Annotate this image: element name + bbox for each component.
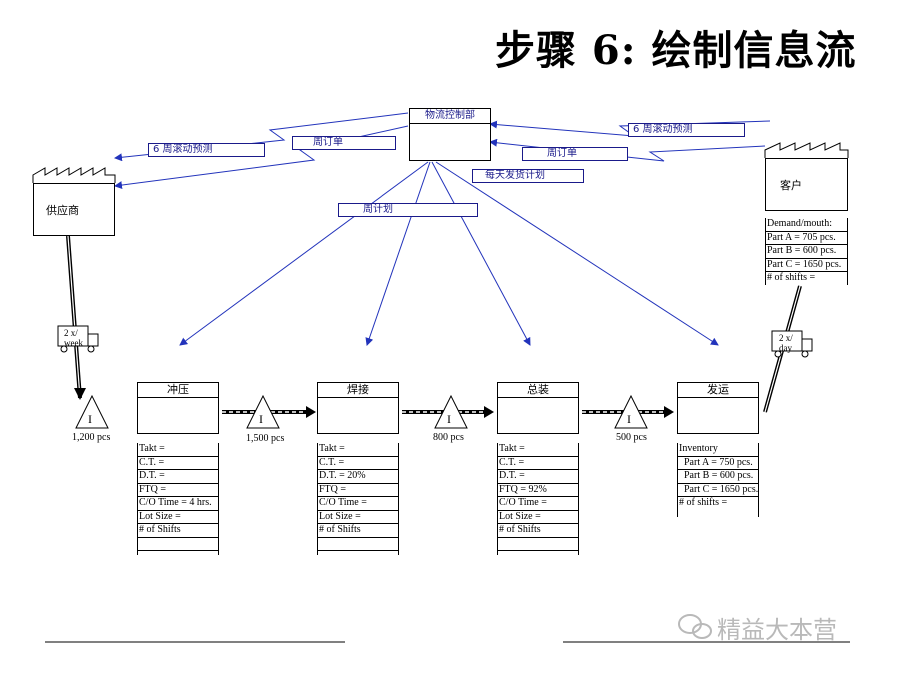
- process-data-row: # of Shifts: [138, 524, 218, 538]
- schedule-arrow-shipping: [435, 161, 719, 346]
- process-data-box-stamping: Takt = C.T. = D.T. = FTQ = C/O Time = 4 …: [137, 443, 219, 555]
- process-box-stamping: 冲压: [137, 382, 219, 434]
- inventory-quantity: 1,200 pcs: [72, 432, 111, 443]
- process-data-box-assembly: Takt = C.T. = D.T. = FTQ = 92% C/O Time …: [497, 443, 579, 555]
- inventory-symbol: I: [447, 412, 451, 426]
- inbound-truck-frequency: 2 x/ week: [64, 328, 83, 348]
- process-box-welding: 焊接: [317, 382, 399, 434]
- process-name: 焊接: [318, 383, 398, 398]
- customer-label: 客户: [780, 179, 802, 192]
- customer-demand-row: Demand/mouth:: [766, 218, 847, 232]
- supplier-factory-roof: [32, 167, 116, 183]
- process-data-row: D.T. =: [138, 470, 218, 484]
- inventory-triangle-3: [434, 394, 468, 429]
- process-name: 总装: [498, 383, 578, 398]
- forecast-label-right: 6 周滚动预测: [628, 123, 745, 137]
- inventory-triangle-1: [75, 394, 109, 429]
- customer-factory-roof: [764, 142, 849, 158]
- process-data-row: # of shifts =: [679, 497, 728, 508]
- process-data-row: # of Shifts: [318, 524, 398, 538]
- inventory-quantity: 500 pcs: [616, 432, 647, 443]
- outbound-truck-frequency: 2 x/ day: [779, 333, 793, 353]
- process-data-row: FTQ =: [138, 484, 218, 497]
- process-name: 发运: [678, 383, 758, 398]
- wechat-icon: [678, 614, 712, 639]
- process-data-row: [318, 538, 398, 551]
- weekly-schedule-label: 周计划: [338, 203, 478, 217]
- process-name: 冲压: [138, 383, 218, 398]
- schedule-arrow-welding: [365, 161, 431, 346]
- inventory-triangle-2: [246, 394, 280, 429]
- process-data-box-welding: Takt = C.T. = D.T. = 20% FTQ = C/O Time …: [317, 443, 399, 555]
- forecast-label-left: 6 周滚动预测: [148, 143, 265, 157]
- process-data-row: C/O Time =: [318, 497, 398, 511]
- process-data-row: C.T. =: [138, 457, 218, 470]
- customer-box: 客户: [765, 158, 848, 211]
- inventory-symbol: I: [627, 412, 631, 426]
- watermark-text: 精益大本营: [717, 616, 837, 644]
- process-data-row: Part C = 1650 pcs.: [678, 484, 758, 497]
- process-data-row: Takt =: [138, 443, 218, 457]
- supplier-box: 供应商: [33, 183, 115, 236]
- process-data-row: C/O Time = 4 hrs.: [138, 497, 218, 511]
- customer-demand-row: Part B = 600 pcs.: [766, 245, 847, 259]
- process-box-assembly: 总装: [497, 382, 579, 434]
- process-data-row: Takt =: [318, 443, 398, 457]
- page-title: 步骤 6: 绘制信息流: [495, 27, 857, 74]
- customer-demand-row: Part A = 705 pcs.: [766, 232, 847, 245]
- process-data-row: Lot Size =: [138, 511, 218, 524]
- weekly-order-label-left: 周订单: [292, 136, 396, 150]
- customer-demand-row: # of shifts =: [767, 272, 816, 283]
- process-data-row: FTQ = 92%: [498, 484, 578, 497]
- customer-demand-box: Demand/mouth: Part A = 705 pcs. Part B =…: [765, 218, 848, 285]
- daily-ship-schedule-label: 每天发货计划: [472, 169, 584, 183]
- schedule-arrow-assembly: [431, 161, 531, 346]
- inbound-material-line: [66, 235, 86, 400]
- inventory-quantity: 1,500 pcs: [246, 433, 285, 444]
- process-data-row: Part B = 600 pcs.: [678, 470, 758, 484]
- process-data-row: # of Shifts: [498, 524, 578, 538]
- process-data-row: [498, 538, 578, 551]
- process-box-shipping: 发运: [677, 382, 759, 434]
- process-data-row: FTQ =: [318, 484, 398, 497]
- production-control-box: 物流控制部: [409, 108, 491, 161]
- process-data-row: Inventory: [678, 443, 758, 457]
- production-control-label: 物流控制部: [410, 109, 490, 124]
- inbound-truck-icon: [57, 325, 99, 353]
- process-data-row: C.T. =: [318, 457, 398, 470]
- outbound-truck-icon: [771, 330, 813, 358]
- process-data-row: Lot Size =: [498, 511, 578, 524]
- supplier-label: 供应商: [46, 204, 79, 217]
- process-data-box-shipping: Inventory Part A = 750 pcs. Part B = 600…: [677, 443, 759, 517]
- inventory-triangle-4: [614, 394, 648, 429]
- process-data-row: Part A = 750 pcs.: [678, 457, 758, 470]
- schedule-arrow-stamping: [179, 161, 429, 346]
- inventory-quantity: 800 pcs: [433, 432, 464, 443]
- process-data-row: [138, 538, 218, 551]
- process-data-row: Takt =: [498, 443, 578, 457]
- process-data-row: Lot Size =: [318, 511, 398, 524]
- inventory-symbol: I: [259, 412, 263, 426]
- process-data-row: D.T. =: [498, 470, 578, 484]
- weekly-order-label-right: 周订单: [522, 147, 628, 161]
- process-data-row: C.T. =: [498, 457, 578, 470]
- process-data-row: C/O Time =: [498, 497, 578, 511]
- process-data-row: D.T. = 20%: [318, 470, 398, 484]
- inventory-symbol: I: [88, 412, 92, 426]
- customer-demand-row: Part C = 1650 pcs.: [766, 259, 847, 272]
